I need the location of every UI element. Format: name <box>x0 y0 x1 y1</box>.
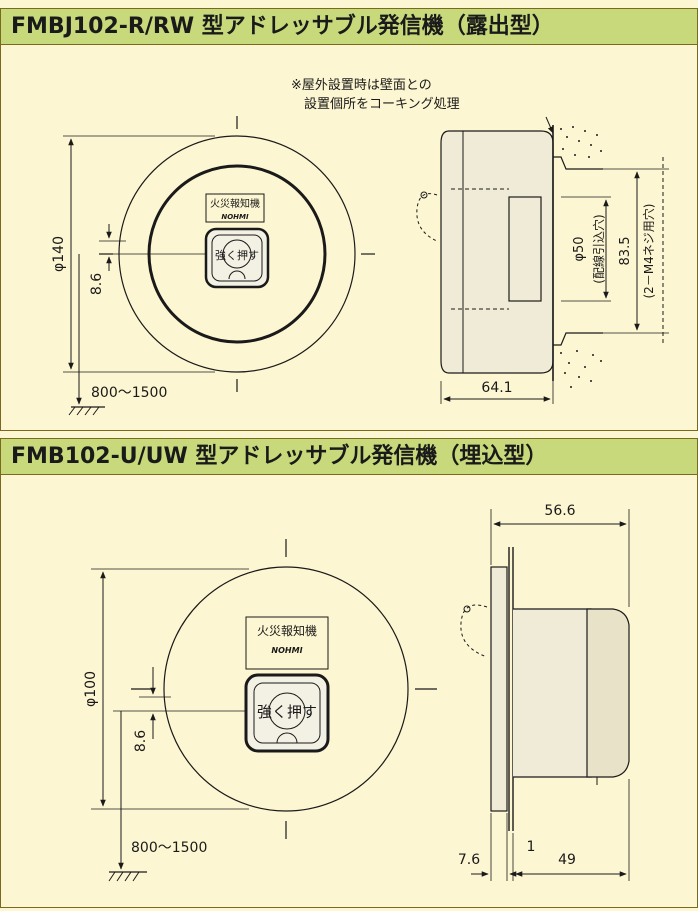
hole-note-label: (配線引込穴) <box>591 214 606 283</box>
flush-mount-drawing: 火災報知機 NOHMI 強く押す φ100 8.6 800～1500 56.6 … <box>83 503 630 882</box>
push-button-circle <box>222 239 252 269</box>
floor-hatch <box>68 406 100 416</box>
wall-hatching <box>560 126 602 388</box>
side-latch-mark <box>420 191 428 199</box>
brand-logo: NOHMI <box>221 213 249 221</box>
button-offset-label: 8.6 <box>89 273 105 295</box>
mount-height-label: 800～1500 <box>91 385 167 401</box>
flush-button-lower-arc <box>276 732 298 744</box>
push-button-frame <box>204 227 270 289</box>
note-line-1: ※屋外設置時は壁面との <box>291 77 432 93</box>
body-depth-label: 49 <box>558 852 576 868</box>
flush-button-text: 強く押す <box>257 703 317 721</box>
flush-mount-height-label: 800～1500 <box>131 840 207 856</box>
flush-button-frame <box>244 673 330 753</box>
total-depth-label: 56.6 <box>544 503 575 519</box>
flush-latch-mark <box>463 605 471 613</box>
flush-label-plate <box>245 616 329 670</box>
side-hidden-lines <box>451 188 509 310</box>
side-body-outline <box>440 130 554 374</box>
flush-rear-cap <box>586 608 630 778</box>
note-leader <box>545 116 554 134</box>
diameter-label: φ140 <box>51 236 67 272</box>
flush-device-label: 火災報知機 <box>257 623 317 638</box>
screw-pitch-label: 83.5 <box>618 237 633 266</box>
flush-button-inner <box>253 682 321 744</box>
push-button-text: 強く押す <box>215 248 259 262</box>
flange-label: 7.6 <box>458 852 480 868</box>
flush-offset-label: 8.6 <box>133 730 149 752</box>
push-button-inner <box>211 234 263 282</box>
flush-diameter-label: φ100 <box>83 671 99 707</box>
flush-brand-logo: NOHMI <box>271 646 302 655</box>
gap-label: 1 <box>527 839 536 855</box>
flush-cover-swing <box>460 604 488 658</box>
screw-note-label: (2－M4ネジ用穴) <box>641 204 656 299</box>
surface-mount-panel: FMBJ102-R/RW 型アドレッサブル発信機（露出型） <box>0 8 698 431</box>
flush-cover-circle <box>163 566 409 812</box>
flush-flange <box>490 566 508 812</box>
device-label-text: 火災報知機 <box>210 197 260 210</box>
side-inner-block <box>508 196 542 302</box>
flush-button-circle <box>268 692 306 730</box>
device-label-plate <box>205 193 265 223</box>
hole-diameter-label: φ50 <box>572 236 587 261</box>
flush-floor-hatch <box>108 871 140 882</box>
push-button-lower-arc <box>228 270 246 280</box>
surface-mount-drawing: 火災報知機 NOHMI 強く押す φ140 8.6 800～1500 64.1 … <box>51 77 669 416</box>
wall-opening-edges <box>553 156 603 346</box>
flush-body-box <box>513 608 600 778</box>
flush-mount-panel: FMB102-U/UW 型アドレッサブル発信機（埋込型） <box>0 438 698 908</box>
surface-mount-title: FMBJ102-R/RW 型アドレッサブル発信機（露出型） <box>1 9 697 45</box>
note-line-2: 設置個所をコーキング処理 <box>304 96 460 112</box>
side-cover-swing <box>416 193 438 242</box>
flush-mount-title: FMB102-U/UW 型アドレッサブル発信機（埋込型） <box>1 439 697 475</box>
depth-label: 64.1 <box>481 380 512 396</box>
